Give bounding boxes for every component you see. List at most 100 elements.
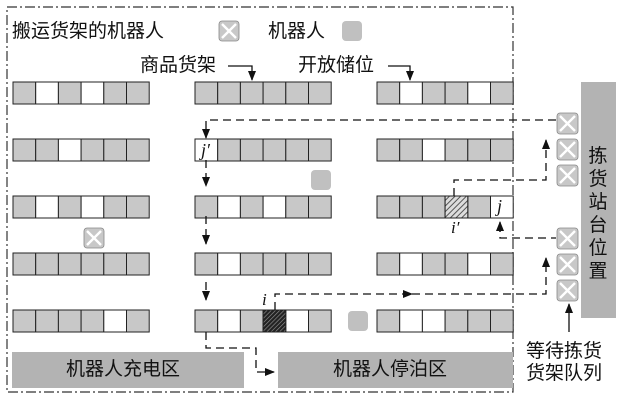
goods-shelf: [103, 81, 128, 105]
legend-robot-with-shelf-label: 搬运货架的机器人: [12, 20, 165, 42]
open-slot: [399, 252, 423, 276]
waiting-queue-upper: [556, 112, 579, 187]
goods-shelf: [35, 309, 59, 333]
shelf-grid: [12, 81, 514, 333]
waiting-shelf-icon: [556, 253, 579, 276]
goods-shelf: [12, 138, 37, 162]
open-slot: [57, 138, 82, 162]
parking-zone: [278, 352, 513, 388]
legend-robot-icon: [342, 21, 362, 41]
open-slot: [467, 252, 491, 276]
legend-robot-label: 机器人: [268, 20, 326, 42]
goods-shelf: [80, 252, 105, 276]
goods-shelf: [126, 195, 150, 219]
route-to-parking: [205, 332, 275, 376]
goods-shelf: [194, 309, 219, 333]
picking-station: [581, 82, 616, 318]
goods-shelf: [444, 138, 469, 162]
picking-station-label: 拣货站台位置: [588, 145, 608, 282]
goods-shelf: [308, 309, 332, 333]
goods-shelf: [421, 195, 446, 219]
goods-shelf: [285, 81, 309, 105]
shelf-i: [262, 309, 287, 333]
goods-shelf: [285, 252, 309, 276]
goods-shelf: [57, 309, 82, 333]
marker-i-prime: i′: [451, 218, 460, 237]
marker-j: j: [497, 196, 503, 216]
shelf-i-prime: [444, 195, 469, 219]
goods-shelf: [376, 309, 401, 333]
goods-shelf: [194, 252, 219, 276]
arrow-open-slot: [388, 65, 414, 81]
goods-shelf: [194, 195, 219, 219]
goods-shelf: [239, 195, 264, 219]
goods-shelf: [444, 309, 469, 333]
goods-shelf: [262, 138, 287, 162]
route-i-out: [274, 290, 413, 310]
goods-shelf-label: 商品货架: [140, 54, 217, 76]
open-slot: [421, 309, 446, 333]
goods-shelf: [80, 138, 105, 162]
waiting-shelf-icon: [556, 138, 579, 161]
goods-shelf: [467, 309, 491, 333]
goods-shelf: [467, 138, 491, 162]
goods-shelf: [421, 81, 446, 105]
open-slot: [35, 195, 59, 219]
x-box-icon: [218, 20, 240, 42]
goods-shelf: [57, 81, 82, 105]
goods-shelf: [103, 252, 128, 276]
goods-shelf: [239, 309, 264, 333]
goods-shelf: [376, 81, 401, 105]
waiting-shelf-icon: [556, 227, 579, 250]
route-j-link: [499, 224, 556, 239]
open-slot: [103, 309, 128, 333]
waiting-queue-label-2: 货架队列: [526, 362, 603, 384]
waiting-shelf-icon: [556, 112, 579, 135]
goods-shelf: [57, 195, 82, 219]
goods-shelf: [126, 138, 150, 162]
waiting-queue-lower: [556, 227, 579, 302]
goods-shelf: [239, 252, 264, 276]
goods-shelf: [194, 81, 219, 105]
goods-shelf: [444, 81, 469, 105]
open-slot: [262, 195, 287, 219]
open-slot: [467, 81, 491, 105]
goods-shelf: [103, 138, 128, 162]
open-slot-label: 开放储位: [298, 54, 375, 76]
goods-shelf: [126, 309, 150, 333]
goods-shelf: [103, 195, 128, 219]
goods-shelf: [35, 138, 59, 162]
goods-shelf: [490, 252, 514, 276]
goods-shelf: [262, 81, 287, 105]
goods-shelf: [285, 195, 309, 219]
legend-robot-with-shelf-icon: [218, 20, 240, 42]
goods-shelf: [126, 81, 150, 105]
open-slot: [35, 81, 59, 105]
goods-shelf: [12, 252, 37, 276]
marker-j-prime: j′: [201, 140, 210, 160]
goods-shelf: [12, 81, 37, 105]
robot-icon: [348, 311, 368, 331]
goods-shelf: [12, 195, 37, 219]
waiting-queue-label-1: 等待拣货: [526, 340, 603, 362]
route-return-top: [202, 119, 556, 139]
goods-shelf: [399, 138, 423, 162]
waiting-shelf-icon: [556, 279, 579, 302]
goods-shelf: [490, 309, 514, 333]
goods-shelf: [80, 309, 105, 333]
goods-shelf: [376, 252, 401, 276]
goods-shelf: [12, 309, 37, 333]
robot-icon: [311, 170, 331, 190]
open-slot: [399, 309, 423, 333]
goods-shelf: [376, 195, 401, 219]
charging-zone-label: 机器人充电区: [66, 358, 181, 380]
goods-shelf: [308, 195, 332, 219]
open-slot: [399, 81, 423, 105]
goods-shelf: [239, 81, 264, 105]
robot-with-shelf-icon: [83, 227, 105, 249]
goods-shelf: [308, 81, 332, 105]
open-slot: [421, 138, 446, 162]
marker-i: i: [262, 290, 267, 309]
goods-shelf: [467, 195, 491, 219]
